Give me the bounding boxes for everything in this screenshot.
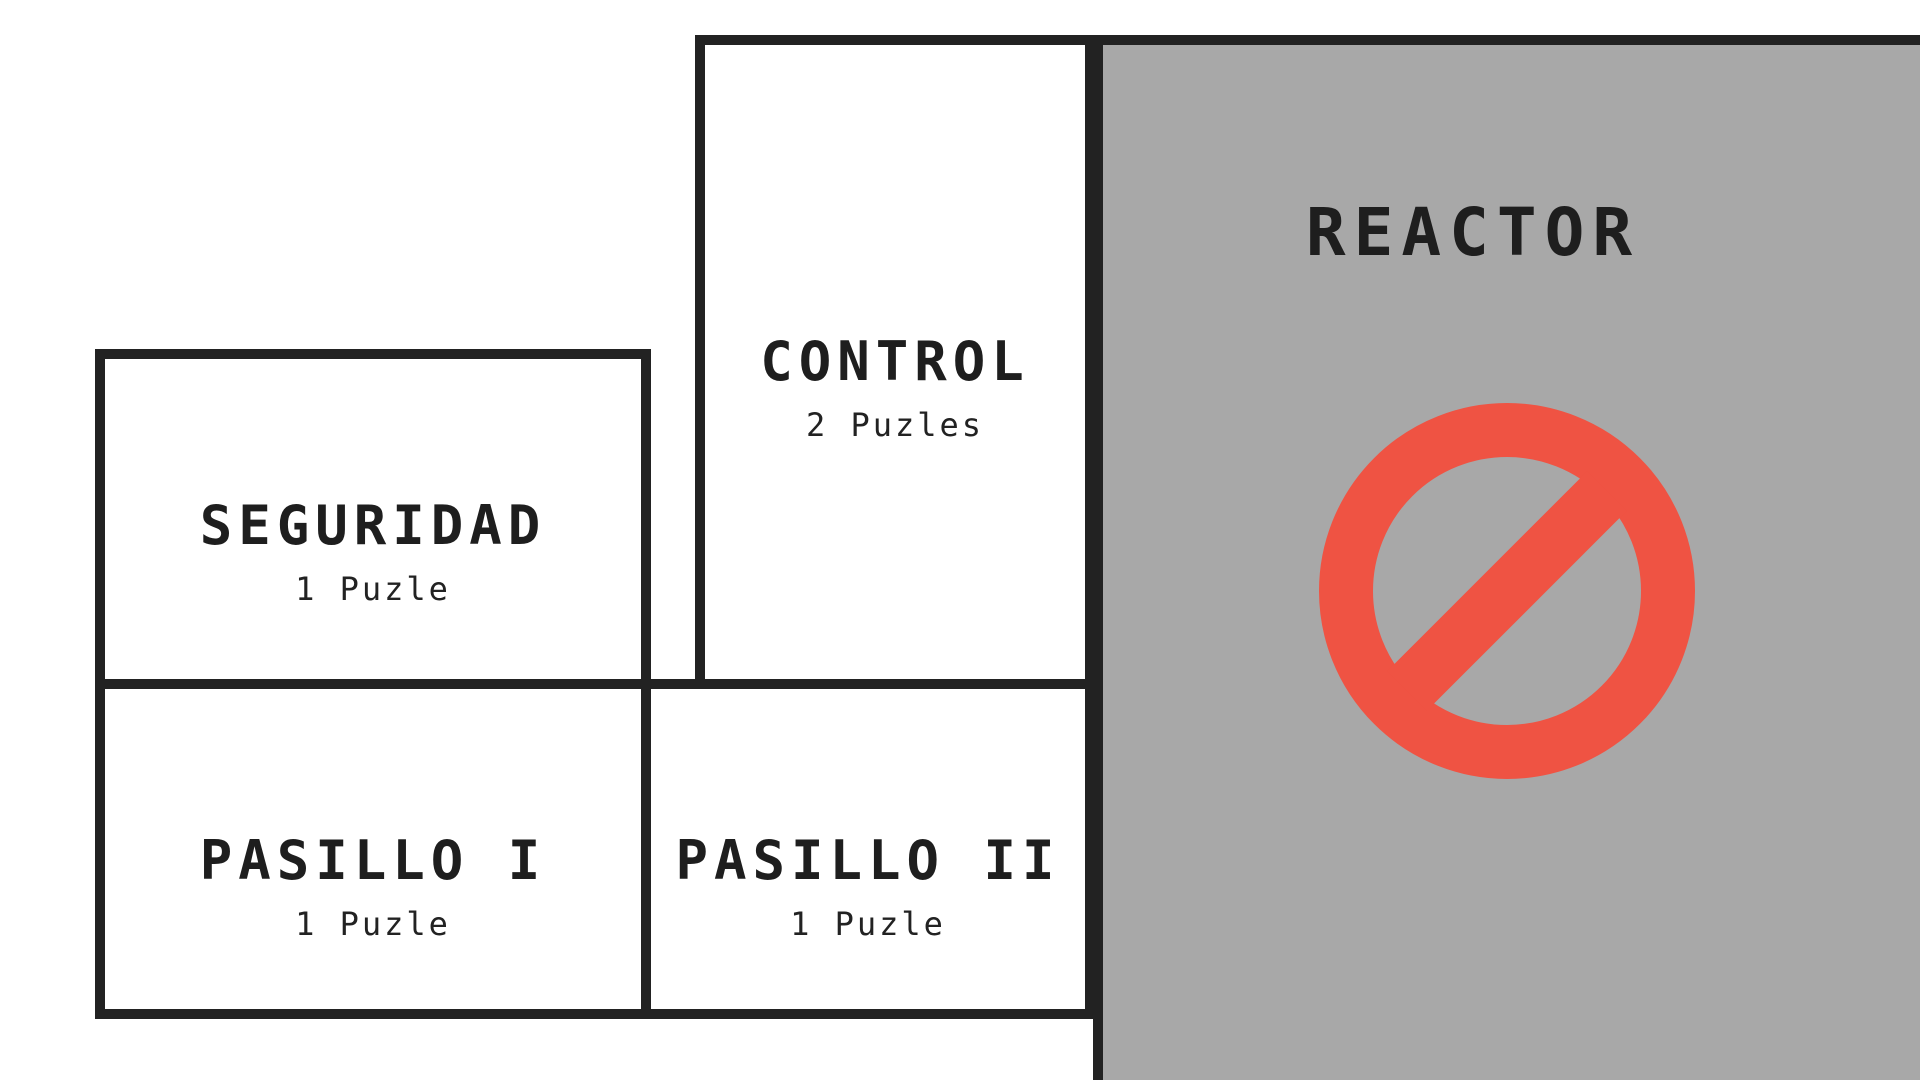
room-pasillo-i[interactable]: PASILLO I 1 Puzle [95,679,651,1019]
room-puzzle-count: 1 Puzle [790,905,946,943]
room-reactor-label: REACTOR [1103,200,1843,266]
room-name: CONTROL [760,330,1030,393]
room-seguridad-label: SEGURIDAD 1 Puzle [105,494,641,608]
room-pasillo-i-label: PASILLO I 1 Puzle [105,829,641,943]
room-control-label: CONTROL 2 Puzles [705,330,1085,444]
no-entry-icon [1319,403,1695,779]
room-name: PASILLO I [199,829,547,892]
room-seguridad[interactable]: SEGURIDAD 1 Puzle [95,349,651,689]
room-puzzle-count: 1 Puzle [295,570,451,608]
room-puzzle-count: 2 Puzles [805,406,985,444]
room-name: PASILLO II [675,829,1061,892]
room-name: REACTOR [1305,194,1641,271]
room-control[interactable]: CONTROL 2 Puzles [695,35,1095,689]
room-name: SEGURIDAD [199,494,547,557]
room-puzzle-count: 1 Puzle [295,905,451,943]
room-pasillo-ii-label: PASILLO II 1 Puzle [651,829,1085,943]
room-pasillo-ii[interactable]: PASILLO II 1 Puzle [641,679,1095,1019]
